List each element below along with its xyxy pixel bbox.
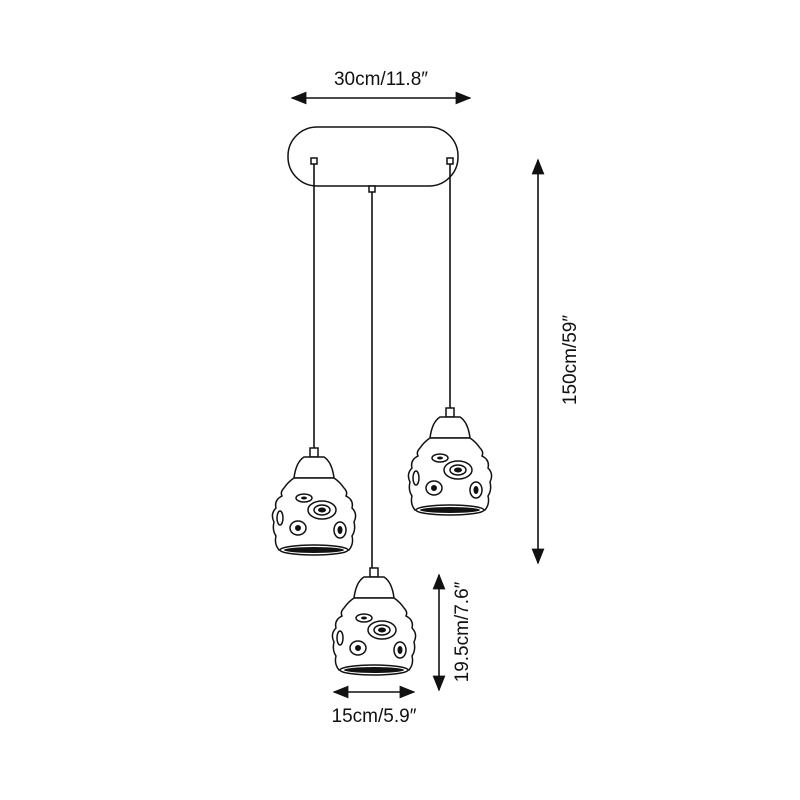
shade-height-label: 19.5cm/7.6″ [452,581,473,682]
pendant-shade-right [407,407,493,516]
canopy-width-label: 30cm/11.8″ [334,69,428,90]
pendant-shade-center [331,567,417,676]
overall-height-label: 150cm/59″ [560,315,581,405]
pendant-shade-left [271,447,357,556]
shade-width-label: 15cm/5.9″ [332,706,417,727]
